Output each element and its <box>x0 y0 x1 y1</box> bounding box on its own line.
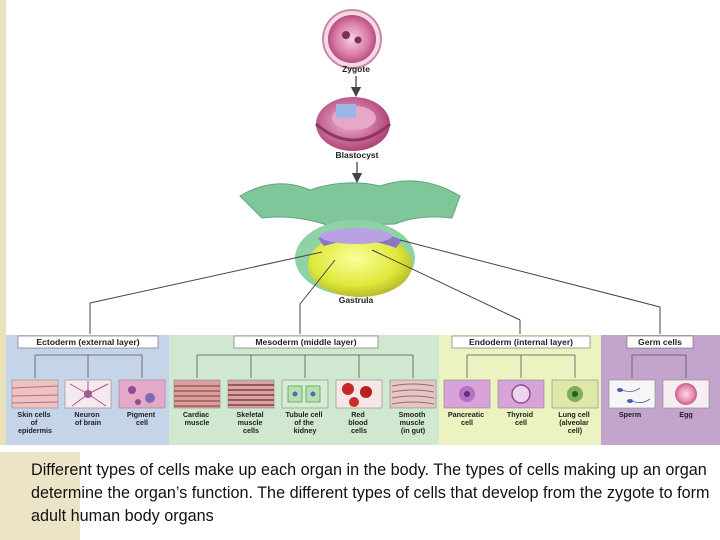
thyroid-cell-label: Thyroid cell <box>507 410 535 427</box>
red-blood-cells-label: Red blood cells <box>348 410 370 435</box>
skin-cells-tile <box>11 379 59 409</box>
blastocyst-label: Blastocyst <box>336 150 379 160</box>
pigment-cell-label: Pigment cell <box>127 410 157 427</box>
cell-differentiation-diagram: Zygote Blastocyst Gastrula <box>6 9 720 445</box>
gastrula-label: Gastrula <box>339 295 374 305</box>
smooth-muscle-label: Smooth muscle (in gut) <box>399 410 428 435</box>
blastocyst-illustration <box>315 97 391 151</box>
cardiac-muscle-label: Cardiac muscle <box>183 410 211 427</box>
egg-label: Egg <box>679 410 693 419</box>
pancreatic-cell-label: Pancreatic cell <box>448 410 486 427</box>
gastrula-illustration <box>239 180 461 297</box>
red-blood-cells-tile <box>335 379 383 409</box>
mesoderm-header: Mesoderm (middle layer) <box>255 337 356 347</box>
skeletal-muscle-tile <box>227 379 275 409</box>
caption-accent <box>0 452 80 540</box>
egg-tile <box>662 379 710 409</box>
smooth-muscle-tile <box>389 379 437 409</box>
pancreatic-cell-tile <box>443 379 491 409</box>
tubule-cell-tile <box>281 379 329 409</box>
ectoderm-header: Ectoderm (external layer) <box>36 337 139 347</box>
skeletal-muscle-label: Skeletal muscle cells <box>236 410 265 435</box>
pigment-cell-tile <box>118 379 166 409</box>
skin-cells-label: Skin cells of epidermis <box>17 410 52 435</box>
zygote-label: Zygote <box>342 64 370 74</box>
cardiac-muscle-tile <box>173 379 221 409</box>
zygote-illustration <box>322 9 382 69</box>
sperm-tile <box>608 379 656 409</box>
neuron-label: Neuron of brain <box>74 410 101 427</box>
tubule-cell-label: Tubule cell of the kidney <box>285 410 324 435</box>
sperm-label: Sperm <box>619 410 641 419</box>
germ-cells-header: Germ cells <box>638 337 682 347</box>
thyroid-cell-tile <box>497 379 545 409</box>
caption: Different types of cells make up each or… <box>31 461 710 525</box>
neuron-tile <box>64 379 112 409</box>
lung-cell-tile <box>551 379 599 409</box>
connector-lines <box>89 239 661 334</box>
lung-cell-label: Lung cell (alveolar cell) <box>558 410 592 435</box>
decorative-strip <box>0 0 6 445</box>
branch-lines <box>34 354 687 378</box>
endoderm-header: Endoderm (internal layer) <box>469 337 573 347</box>
